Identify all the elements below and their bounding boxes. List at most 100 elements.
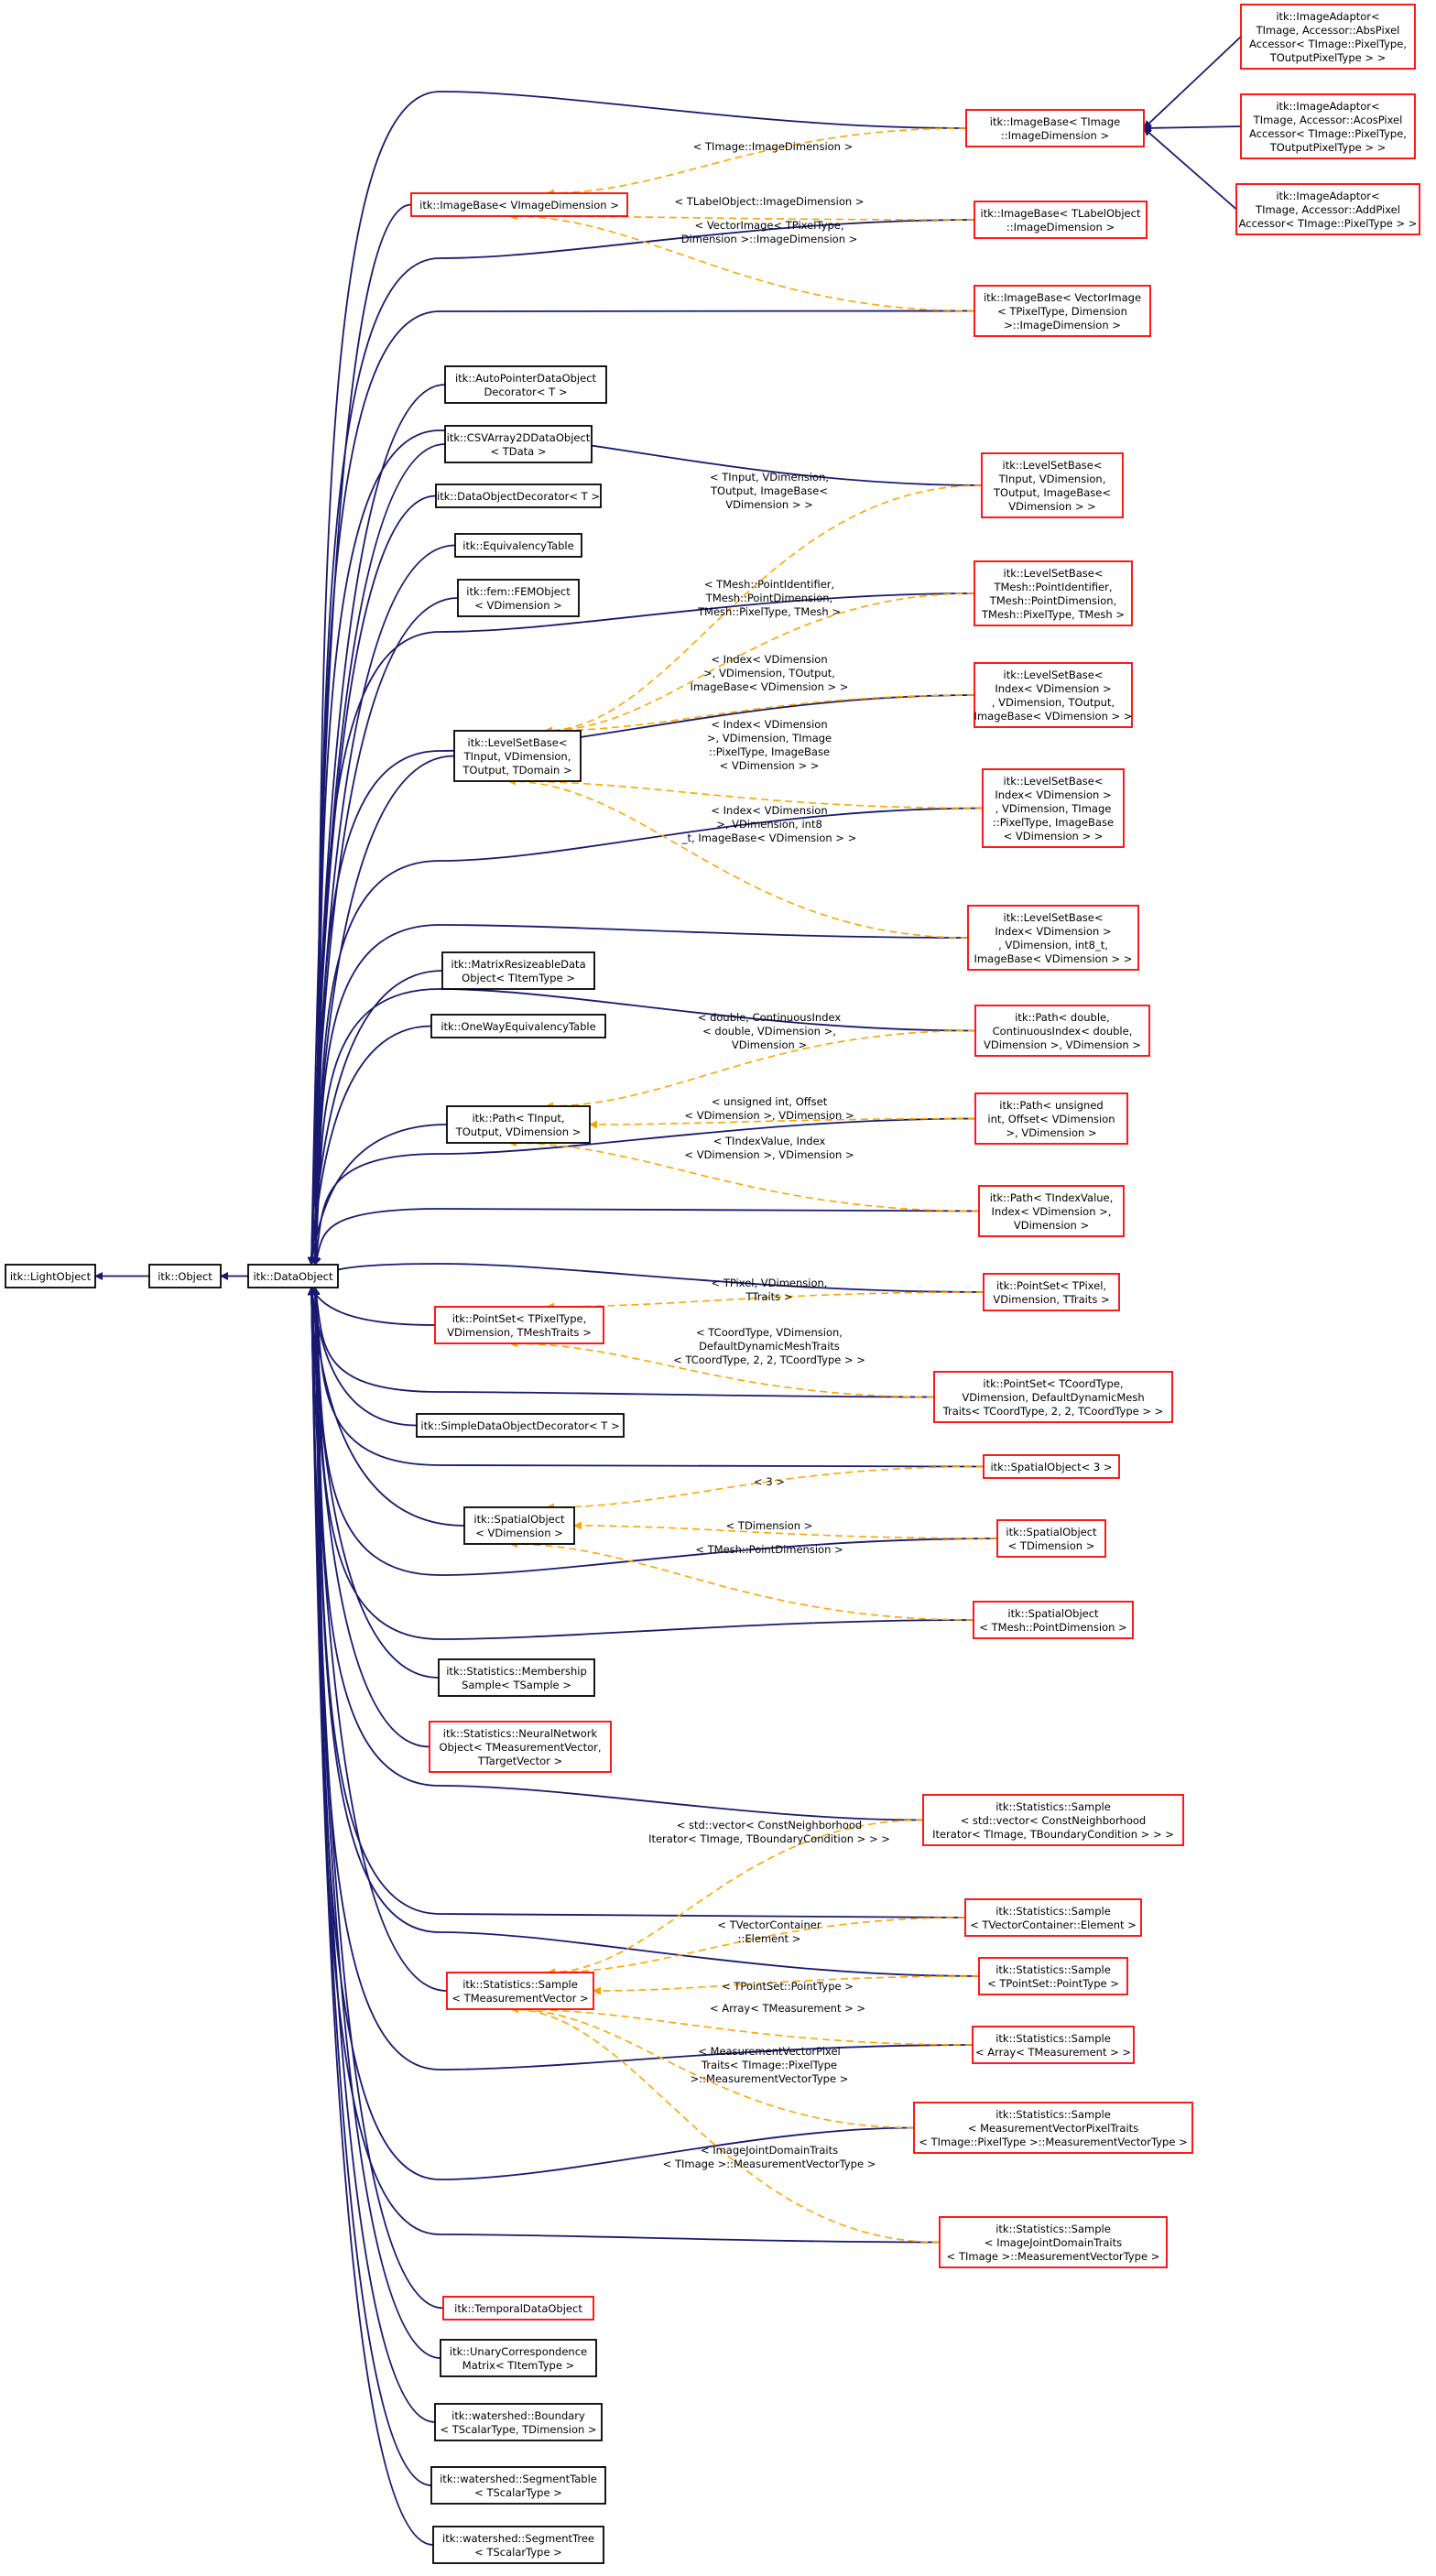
class-node-box xyxy=(983,1454,1120,1479)
template-edge-sample1-to-sample xyxy=(547,1819,924,1977)
inheritance-edge-sample6-to-dataobject xyxy=(310,1287,941,2244)
class-node-label: < TDimension > xyxy=(1008,1539,1095,1552)
class-node-label: itk::ImageBase< VImageDimension > xyxy=(419,199,619,212)
class-node-pointset2[interactable]: itk::PointSet< TCoordType,VDimension, De… xyxy=(933,1371,1173,1423)
class-node-label: itk::LevelSetBase< xyxy=(1004,567,1104,580)
inheritance-edge-simpledecorator-to-dataobject xyxy=(308,1287,418,1427)
class-node-box xyxy=(939,2216,1168,2268)
inheritance-edge-temporal-to-dataobject xyxy=(307,1287,444,2310)
class-node-lsb2[interactable]: itk::LevelSetBase<TMesh::PointIdentifier… xyxy=(974,560,1133,626)
template-edge-path3-to-path xyxy=(508,1138,980,1212)
template-edge-so2-to-spatialobject xyxy=(573,1521,998,1539)
class-node-label: >::ImageDimension > xyxy=(1004,319,1121,332)
class-node-label: itk::ImageAdaptor< xyxy=(1276,10,1379,23)
class-node-dodecorator[interactable]: itk::DataObjectDecorator< T > xyxy=(435,484,602,508)
class-node-levelsetbase[interactable]: itk::LevelSetBase<TInput, VDimension,TOu… xyxy=(453,730,582,782)
class-node-adaptor_acos[interactable]: itk::ImageAdaptor<TImage, Accessor::Acos… xyxy=(1240,93,1416,159)
class-node-label: itk::Path< TInput, xyxy=(472,1112,564,1125)
class-node-femobject[interactable]: itk::fem::FEMObject< VDimension > xyxy=(457,579,580,617)
class-node-lsb4[interactable]: itk::LevelSetBase<Index< VDimension >, V… xyxy=(982,768,1125,848)
class-node-label: < ImageJointDomainTraits xyxy=(985,2236,1122,2249)
class-node-box xyxy=(978,1185,1125,1237)
class-node-csvarray[interactable]: itk::CSVArray2DDataObject< TData > xyxy=(444,425,593,463)
class-node-box xyxy=(978,1957,1128,1995)
class-node-so1[interactable]: itk::SpatialObject< 3 > xyxy=(983,1454,1120,1479)
class-node-label: itk::fem::FEMObject xyxy=(466,585,571,598)
class-node-label: VDimension, TTraits > xyxy=(993,1293,1109,1306)
class-node-imagebase[interactable]: itk::ImageBase< VImageDimension > xyxy=(410,192,628,217)
class-node-label: itk::CSVArray2DDataObject xyxy=(447,431,591,444)
class-node-dataobject: itk::DataObject xyxy=(247,1264,339,1288)
class-node-pointset1[interactable]: itk::PointSet< TPixel,VDimension, TTrait… xyxy=(983,1273,1120,1311)
class-node-lsb5[interactable]: itk::LevelSetBase<Index< VDimension >, V… xyxy=(967,905,1139,971)
class-node-so2[interactable]: itk::SpatialObject< TDimension > xyxy=(996,1519,1106,1558)
class-node-sample3[interactable]: itk::Statistics::Sample< TPointSet::Poin… xyxy=(978,1957,1128,1995)
class-node-sample4[interactable]: itk::Statistics::Sample< Array< TMeasure… xyxy=(972,2026,1135,2064)
edge-label-line: < TLabelObject::ImageDimension > xyxy=(675,195,865,208)
class-node-equivalency[interactable]: itk::EquivalencyTable xyxy=(454,533,582,558)
class-node-adaptor_add[interactable]: itk::ImageAdaptor<TImage, Accessor::AddP… xyxy=(1235,183,1420,235)
class-node-label: itk::ImageAdaptor< xyxy=(1276,100,1379,113)
class-node-label: itk::ImageAdaptor< xyxy=(1276,190,1379,202)
class-node-pointset[interactable]: itk::PointSet< TPixelType,VDimension, TM… xyxy=(434,1306,604,1344)
inheritance-edge-imagebase-to-dataobject xyxy=(307,203,412,1266)
template-edge-sample4-to-sample xyxy=(510,2005,974,2046)
class-node-sample5[interactable]: itk::Statistics::Sample< MeasurementVect… xyxy=(913,2102,1193,2154)
class-node-label: TMesh::PixelType, TMesh > xyxy=(981,608,1125,621)
class-node-object[interactable]: itk::Object xyxy=(148,1264,222,1288)
class-node-label: , VDimension, TOutput, xyxy=(992,696,1115,709)
class-node-imagebase_label[interactable]: itk::ImageBase< TLabelObject::ImageDimen… xyxy=(974,201,1148,239)
class-node-lsb3[interactable]: itk::LevelSetBase<Index< VDimension >, V… xyxy=(974,662,1133,728)
edge-label: < unsigned int, Offset< VDimension >, VD… xyxy=(684,1095,854,1122)
class-node-label: VDimension >, VDimension > xyxy=(984,1038,1141,1051)
class-node-box xyxy=(444,365,607,404)
class-node-lsb1[interactable]: itk::LevelSetBase<TInput, VDimension,TOu… xyxy=(981,452,1124,518)
class-node-path1[interactable]: itk::Path< double,ContinuousIndex< doubl… xyxy=(974,1005,1150,1057)
class-node-sample1[interactable]: itk::Statistics::Sample< std::vector< Co… xyxy=(922,1794,1184,1846)
class-node-sample6[interactable]: itk::Statistics::Sample< ImageJointDomai… xyxy=(939,2216,1168,2268)
class-node-box xyxy=(457,579,580,617)
class-node-path[interactable]: itk::Path< TInput,TOutput, VDimension > xyxy=(446,1105,591,1144)
edge-label-line: Traits< TImage::PixelType xyxy=(701,2059,837,2071)
class-node-temporal[interactable]: itk::TemporalDataObject xyxy=(442,2296,594,2321)
class-node-imagebase_t[interactable]: itk::ImageBase< TImage::ImageDimension > xyxy=(965,109,1145,147)
edge-label: < Index< VDimension>, VDimension, TImage… xyxy=(707,718,832,772)
class-node-box xyxy=(430,2466,606,2505)
class-node-lightobject[interactable]: itk::LightObject xyxy=(5,1264,96,1288)
class-node-label: ::PixelType, ImageBase xyxy=(993,816,1114,829)
inheritance-edge-lsb2-to-dataobject xyxy=(310,592,975,1266)
class-node-wssegtable[interactable]: itk::watershed::SegmentTable< TScalarTyp… xyxy=(430,2466,606,2505)
class-node-box xyxy=(432,2526,604,2564)
edge-label-line: < TPointSet::PointType > xyxy=(722,1980,854,1993)
class-node-box xyxy=(446,1105,591,1144)
class-node-so3[interactable]: itk::SpatialObject< TMesh::PointDimensio… xyxy=(973,1601,1134,1639)
class-node-spatialobject[interactable]: itk::SpatialObject< VDimension > xyxy=(463,1506,575,1545)
class-node-adaptor_abs[interactable]: itk::ImageAdaptor<TImage, Accessor::AbsP… xyxy=(1240,4,1416,70)
class-node-wsboundary[interactable]: itk::watershed::Boundary< TScalarType, T… xyxy=(434,2403,603,2441)
class-node-label: ::ImageDimension > xyxy=(1006,221,1115,234)
class-node-simpledecorator[interactable]: itk::SimpleDataObjectDecorator< T > xyxy=(416,1413,625,1438)
class-node-path3[interactable]: itk::Path< TIndexValue,Index< VDimension… xyxy=(978,1185,1125,1237)
class-node-label: , VDimension, TImage xyxy=(995,802,1112,815)
class-node-onewayequiv[interactable]: itk::OneWayEquivalencyTable xyxy=(430,1014,606,1038)
class-node-sample2[interactable]: itk::Statistics::Sample< TVectorContaine… xyxy=(964,1898,1142,1937)
class-node-imagebase_vec[interactable]: itk::ImageBase< VectorImage< TPixelType,… xyxy=(974,285,1151,337)
class-node-box xyxy=(410,192,628,217)
class-node-wssegtree[interactable]: itk::watershed::SegmentTree< TScalarType… xyxy=(432,2526,604,2564)
class-node-box xyxy=(441,951,595,990)
edge-label: < MeasurementVectorPixelTraits< TImage::… xyxy=(691,2045,849,2085)
inheritance-edge-sample1-to-dataobject xyxy=(310,1287,924,1821)
class-node-box xyxy=(973,1601,1134,1639)
class-node-label: TImage, Accessor::AddPixel xyxy=(1255,203,1400,216)
class-node-sample[interactable]: itk::Statistics::Sample< TMeasurementVec… xyxy=(446,1972,594,2010)
edge-label: < TCoordType, VDimension,DefaultDynamicM… xyxy=(673,1326,865,1366)
class-node-label: < TImage::PixelType >::MeasurementVector… xyxy=(919,2136,1187,2148)
inheritance-edge-wssegtree-to-dataobject xyxy=(307,1287,434,2546)
